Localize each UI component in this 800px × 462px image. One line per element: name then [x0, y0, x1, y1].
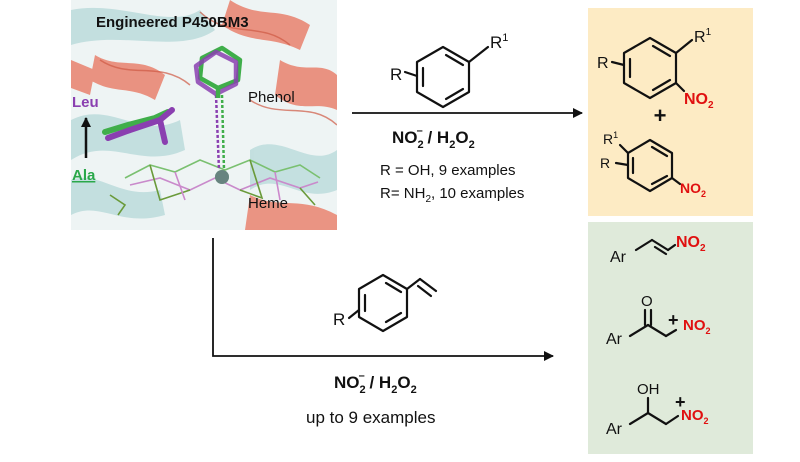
phenol-molecule [193, 45, 243, 98]
nitroalkene-product: Ar NO2 [610, 234, 706, 266]
top-reagent: NO2– / H2O2 [392, 125, 475, 151]
r1-label: R1 [490, 32, 508, 52]
bottom-substrate: R [333, 273, 438, 333]
top-example-oh: R = OH, 9 examples [380, 162, 515, 179]
ortho-r1: R1 [694, 27, 712, 46]
protein-structure-image [71, 0, 337, 230]
top-products-box [588, 8, 753, 216]
iron-atom [215, 170, 229, 184]
ketone-no2: NO2 [683, 317, 711, 336]
ortho-nitro-product: R1 R NO2 [597, 27, 714, 111]
ortho-r: R [597, 55, 609, 72]
ala-label: Ala [72, 167, 96, 184]
alcohol-ar: Ar [606, 421, 623, 438]
top-substrate: R1 R [390, 32, 508, 109]
ketone-ar: Ar [606, 331, 623, 348]
nitroalcohol-product: OH Ar + NO2 [606, 381, 709, 438]
ketone-o: O [641, 293, 653, 310]
protein-title: Engineered P450BM3 [96, 14, 249, 31]
para-r1: R1 [603, 130, 618, 147]
alcohol-oh: OH [637, 381, 660, 398]
alkene-ar: Ar [610, 249, 627, 266]
para-nitro-product: R1 R NO2 [600, 130, 706, 199]
products-plus: + [654, 103, 667, 128]
heme-structure [109, 159, 321, 216]
leu-ala-residue [102, 107, 175, 145]
para-r: R [600, 155, 610, 171]
para-no2: NO2 [680, 180, 706, 199]
bottom-reaction-arrow [212, 238, 554, 361]
top-example-nh2: R= NH2, 10 examples [380, 185, 524, 205]
leu-label: Leu [72, 94, 99, 111]
phenol-label: Phenol [248, 89, 295, 106]
bottom-examples: up to 9 examples [306, 408, 435, 427]
alcohol-no2: NO2 [681, 407, 709, 426]
bottom-r-label: R [333, 310, 345, 329]
alkene-no2: NO2 [676, 234, 706, 254]
nitroketone-product: O Ar + NO2 [606, 293, 711, 348]
heme-label: Heme [248, 195, 288, 212]
ortho-no2: NO2 [684, 91, 714, 111]
r-label: R [390, 65, 402, 84]
bottom-reagent: NO2– / H2O2 [334, 370, 417, 396]
ketone-plus: + [668, 310, 679, 330]
bottom-products-box [588, 222, 753, 454]
alcohol-plus: + [675, 392, 686, 412]
